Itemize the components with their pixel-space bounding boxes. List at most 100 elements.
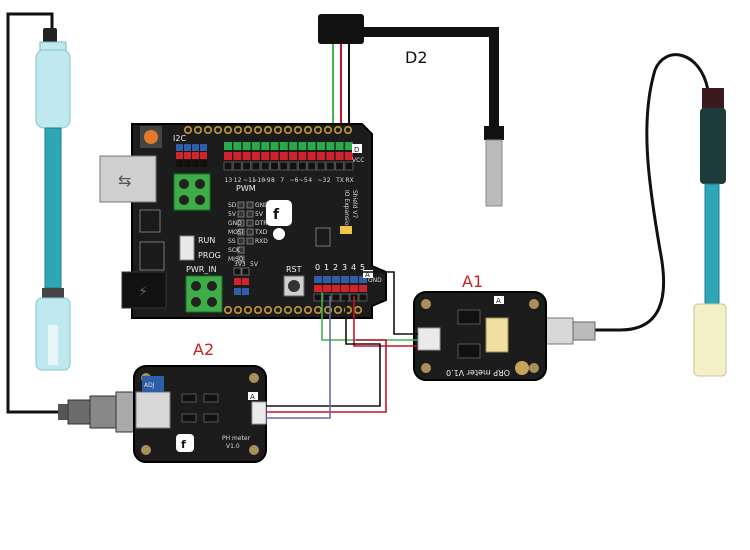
icsp-pin xyxy=(237,201,245,209)
analog-pin-signal xyxy=(341,276,349,283)
header-hole xyxy=(313,126,322,135)
digital-pin-signal xyxy=(317,142,325,150)
orp-meter-module: A ORP meter V1.0 xyxy=(413,291,547,381)
header-hole xyxy=(303,126,312,135)
i2c-pin xyxy=(200,160,207,167)
header-hole xyxy=(343,126,352,135)
analog-pin-signal xyxy=(350,276,358,283)
gnd-label: GND xyxy=(368,277,382,284)
header-hole xyxy=(214,126,223,135)
digital-pin-gnd xyxy=(279,161,289,171)
digital-pin-label: ~11 xyxy=(243,177,256,184)
svg-text:f: f xyxy=(273,207,280,223)
header-hole xyxy=(333,126,342,135)
header-hole xyxy=(293,305,302,314)
digital-pin-gnd xyxy=(251,161,261,171)
digital-pin-vcc xyxy=(298,152,307,160)
analog-pin-gnd xyxy=(331,293,341,302)
i2c-pin xyxy=(176,152,183,159)
header-hole xyxy=(234,126,243,135)
analog-a-marker: A xyxy=(365,271,370,279)
rst-label: RST xyxy=(286,265,302,274)
icsp-pin-label: GND xyxy=(228,220,242,227)
power-jack xyxy=(121,271,167,309)
header-hole xyxy=(303,305,312,314)
digital-pin-gnd xyxy=(297,161,307,171)
digital-pin-label: 13 xyxy=(225,177,233,184)
a2-label: A2 xyxy=(193,340,214,359)
digital-pin-signal xyxy=(307,142,316,150)
digital-pin-vcc xyxy=(279,152,288,160)
header-hole xyxy=(313,305,322,314)
serial-pin-label: RXD xyxy=(255,238,268,245)
header-hole xyxy=(343,305,352,314)
serial-pin xyxy=(246,237,254,245)
d2-label: D2 xyxy=(405,48,428,67)
header-hole xyxy=(254,305,263,314)
i2c-pin xyxy=(192,160,199,167)
digital-pin-vcc xyxy=(289,152,298,160)
digital-pin-gnd xyxy=(288,161,298,171)
i2c-pin xyxy=(200,152,207,159)
digital-pin-label: ~3 xyxy=(318,177,327,184)
bnc-connector xyxy=(58,391,137,433)
serial-pin-label: DTR xyxy=(255,220,267,227)
orp-probe xyxy=(595,53,727,377)
digital-pin-signal xyxy=(298,142,307,150)
header-hole xyxy=(244,126,253,135)
i2c-pin xyxy=(184,144,191,151)
i2c-label: I2C xyxy=(173,134,186,143)
header-hole xyxy=(234,305,243,314)
digital-pin-signal xyxy=(242,142,251,150)
analog-pin-vcc xyxy=(323,285,331,292)
digital-pin-signal xyxy=(261,142,270,150)
analog-pin-signal xyxy=(314,276,322,283)
icsp-pin-label: MOSI xyxy=(228,229,244,236)
serial-pin-label: 5V xyxy=(255,211,264,218)
i2c-pin xyxy=(192,152,199,159)
terminal-block-top xyxy=(173,173,211,211)
icsp-pin-label: 5V xyxy=(228,211,237,218)
ph-df-logo-icon xyxy=(176,434,194,452)
digital-pin-signal xyxy=(335,142,344,150)
usb-port xyxy=(99,155,157,203)
ph-jst-connector xyxy=(251,401,267,425)
analog-pin-signal xyxy=(359,276,367,283)
pwm-label: PWM xyxy=(236,184,256,193)
pwr-in-label: PWR_IN xyxy=(186,265,217,274)
i2c-pin xyxy=(176,160,183,167)
pin-3v3-label: 3V3 xyxy=(234,261,246,268)
i2c-pin xyxy=(200,144,207,151)
digital-pin-signal xyxy=(326,142,335,150)
analog-pin-vcc xyxy=(359,285,367,292)
reset-button-top xyxy=(144,130,158,144)
serial-pin xyxy=(246,219,254,227)
run-label: RUN xyxy=(198,236,215,245)
icsp-pin-label: MISO xyxy=(228,256,244,263)
analog-pin-gnd xyxy=(322,293,332,302)
shield-name-line1: IO Expansion xyxy=(343,190,350,229)
a1-label: A1 xyxy=(462,272,483,291)
header-hole xyxy=(244,305,253,314)
digital-pin-vcc xyxy=(233,152,242,160)
svg-text:f: f xyxy=(181,438,186,451)
digital-pin-vcc xyxy=(242,152,251,160)
analog-pin-signal xyxy=(332,276,340,283)
digital-pin-vcc xyxy=(335,152,344,160)
icsp-pin-label: SCK xyxy=(228,247,241,254)
digital-pin-label: TX xyxy=(335,177,344,184)
digital-pin-gnd xyxy=(335,161,345,171)
digital-pin-vcc xyxy=(344,152,353,160)
header-hole xyxy=(283,126,292,135)
orp-module-name: ORP meter V1.0 xyxy=(446,368,510,377)
digital-pin-signal xyxy=(279,142,288,150)
analog-pin-gnd xyxy=(340,293,350,302)
analog-pin-vcc xyxy=(332,285,340,292)
analog-pin-label: 3 xyxy=(342,263,347,272)
digital-pin-label: ~9 xyxy=(262,177,271,184)
digital-pin-label: ~6 xyxy=(290,177,299,184)
digital-pin-gnd xyxy=(325,161,335,171)
ph-module-version: V1.0 xyxy=(226,443,240,450)
ph-probe xyxy=(6,12,71,414)
ph-meter-module: ADJ A f PH meter V1.0 xyxy=(133,365,267,463)
